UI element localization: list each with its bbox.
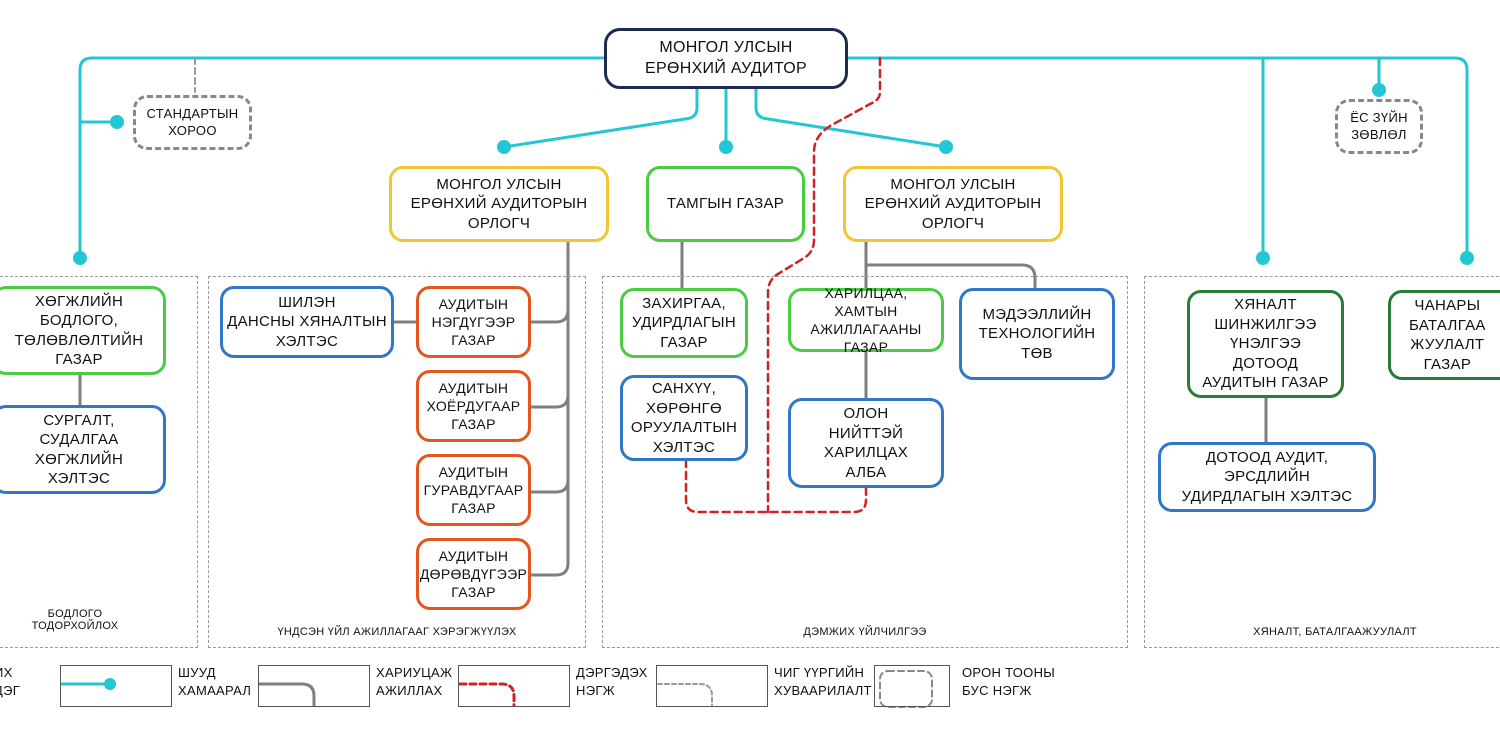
- region-label-control: ХЯНАЛТ, БАТАЛГААЖУУЛАЛТ: [1253, 626, 1417, 638]
- region-label-support: ДЭМЖИХ ҮЙЛЧИЛГЭЭ: [803, 626, 927, 638]
- legend-functional-box: [656, 665, 768, 707]
- responsible-lines: [78, 240, 1268, 577]
- attached-unit-line: [684, 56, 882, 514]
- legend-attached-box: [458, 665, 570, 707]
- legend-responsible-box: [258, 665, 370, 707]
- region-label-core: ҮНДСЭН ҮЙЛ АЖИЛЛАГААГ ХЭРЭГЖҮҮЛЭХ: [277, 626, 517, 638]
- region-support-services: [602, 276, 1128, 648]
- legend-nonstaff-box: [874, 665, 950, 707]
- region-policy: [0, 276, 198, 648]
- direct-relationship-dots: [73, 83, 1474, 265]
- region-control-assurance: [1144, 276, 1500, 648]
- legend-direct-box: [60, 665, 172, 707]
- legend-samples: [60, 670, 933, 708]
- region-core-activities: [208, 276, 586, 648]
- legend-partial-label: ИХДЭГ: [0, 665, 21, 699]
- direct-relationship-lines: [78, 56, 1469, 260]
- secretariat-box[interactable]: ТАМГЫН ГАЗАР: [646, 166, 805, 242]
